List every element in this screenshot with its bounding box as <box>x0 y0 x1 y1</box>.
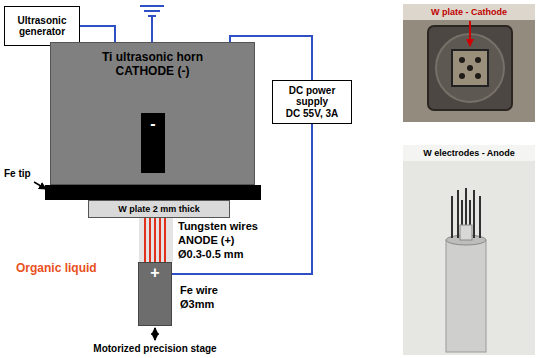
part-label: Fe tip <box>4 168 31 180</box>
node-text: + <box>150 264 159 282</box>
part-label: ANODE (+) <box>178 234 235 247</box>
part-label: Tungsten wires <box>178 220 258 233</box>
ground-symbol <box>140 6 164 42</box>
node-text: DC 55V, 3A <box>286 108 338 120</box>
node-text: - <box>150 115 155 133</box>
photo-frame: W plate - Cathode <box>403 4 535 122</box>
stage-label: Motorized precision stage <box>93 343 216 355</box>
power-supply-box: DC power supplyDC 55V, 3A <box>272 80 352 124</box>
dimension-label: Ø3mm <box>180 298 214 311</box>
node-text: Ti ultrasonic horn <box>102 51 203 65</box>
photo-anode <box>403 145 535 355</box>
tungsten-wires <box>145 218 165 262</box>
leader-line <box>34 182 46 189</box>
fe-wire-rod: + <box>138 262 172 326</box>
organic-liquid <box>139 218 173 262</box>
terminal-box: - <box>141 113 165 173</box>
part-label: Fe wire <box>180 284 218 297</box>
node-text: W plate 2 mm thick <box>118 204 200 214</box>
node-text: W plate - Cathode <box>431 7 507 17</box>
generator-box: Ultrasonic generator <box>4 6 80 46</box>
horn-box: Ti ultrasonic hornCATHODE (-) - <box>50 42 255 185</box>
node-text: W electrodes - Anode <box>423 148 515 158</box>
photo-cathode <box>403 4 535 122</box>
fe-tip <box>45 185 261 200</box>
double-arrow <box>154 328 156 340</box>
node-text: CATHODE (-) <box>116 65 190 79</box>
dimension-label: Ø0.3-0.5 mm <box>178 248 243 261</box>
node-text: DC power supply <box>275 85 349 108</box>
wire-connector <box>80 26 115 42</box>
plate-box: W plate 2 mm thick <box>88 200 230 218</box>
node-text: Ultrasonic generator <box>7 15 77 38</box>
photo-frame: W electrodes - Anode <box>403 145 535 355</box>
medium-label: Organic liquid <box>16 262 97 276</box>
